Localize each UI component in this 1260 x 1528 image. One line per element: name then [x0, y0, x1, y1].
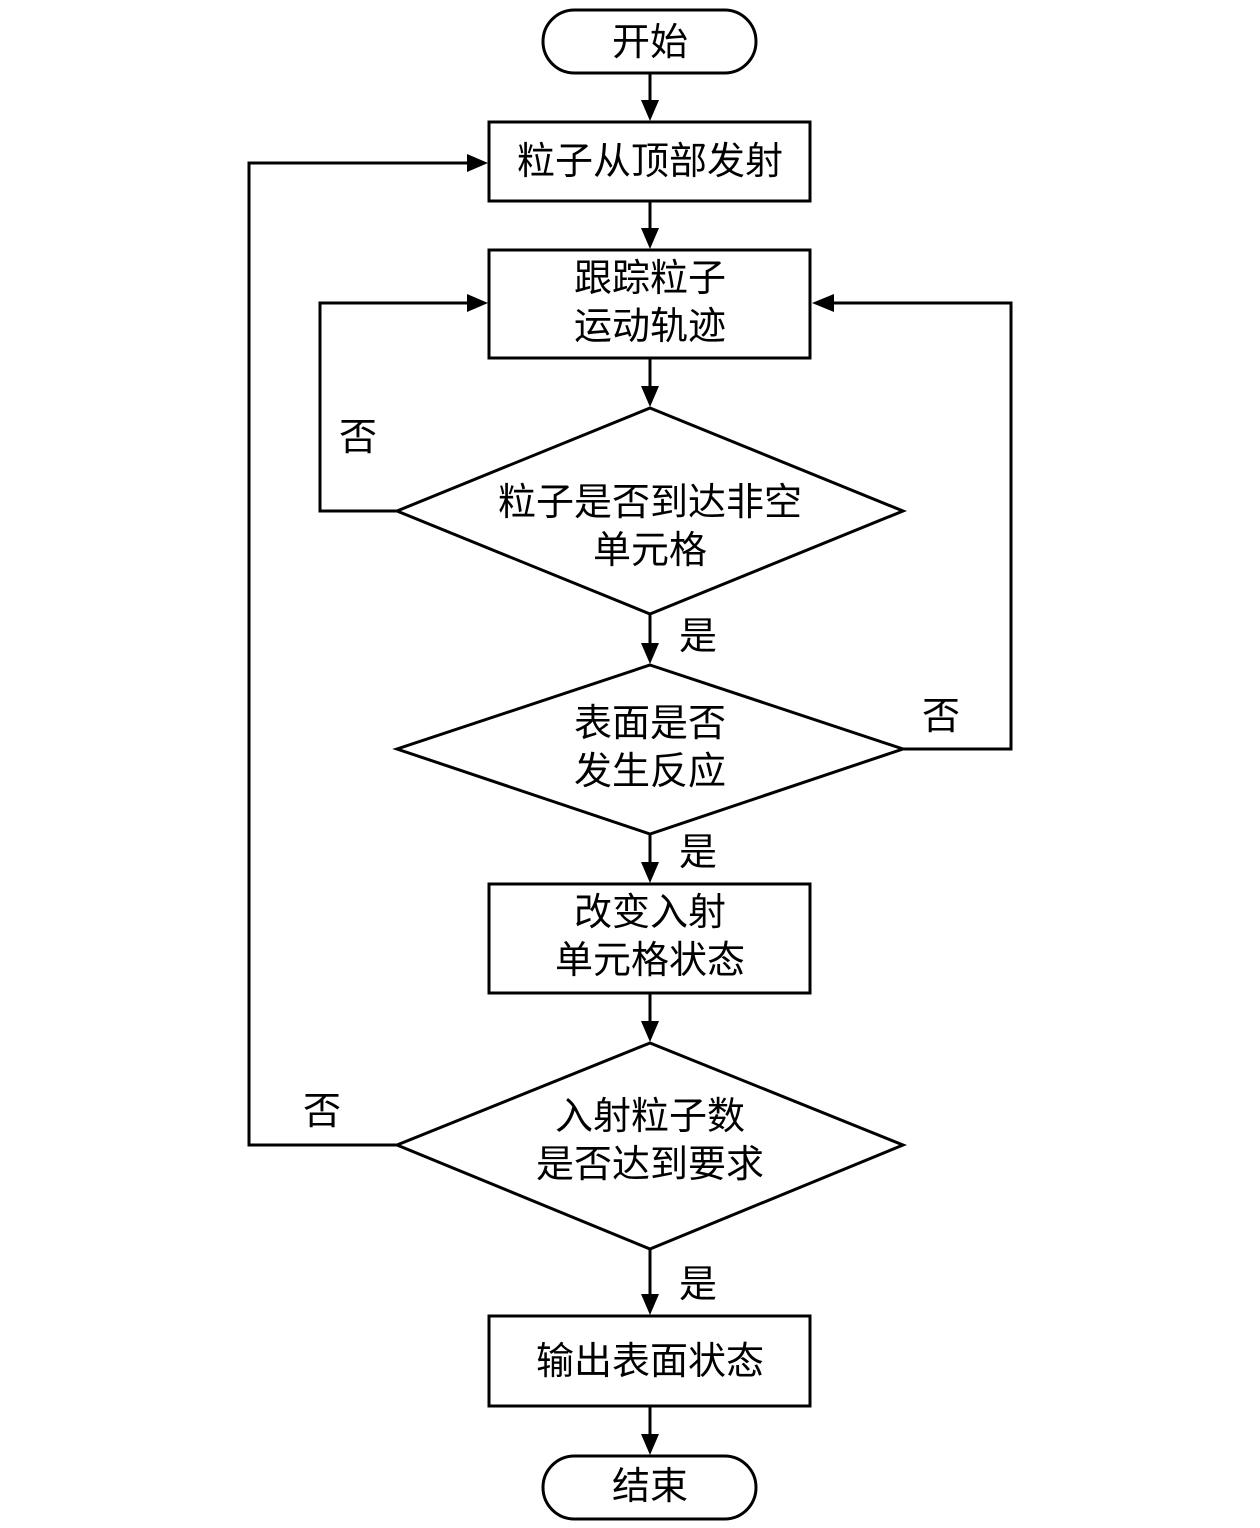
arrowhead-down — [641, 1434, 659, 1455]
react-label-line2: 发生反应 — [574, 749, 726, 793]
count-yes-label: 是 — [679, 1262, 717, 1306]
react-no-label: 否 — [922, 694, 960, 738]
start-label: 开始 — [612, 20, 688, 64]
react-yes-label: 是 — [679, 830, 717, 874]
react-label-line1: 表面是否 — [574, 701, 726, 745]
end-terminal: 结束 — [541, 1454, 758, 1521]
arrowhead-down — [641, 386, 659, 407]
arrowhead-down — [641, 1021, 659, 1042]
arrowhead-down — [641, 1294, 659, 1315]
arrowhead-down — [641, 100, 659, 121]
track-process: 跟踪粒子 运动轨迹 — [487, 248, 812, 360]
count-no-label: 否 — [303, 1089, 341, 1133]
arrowhead-left — [812, 294, 834, 312]
track-label-line2: 运动轨迹 — [574, 304, 726, 348]
arrowhead-down — [641, 643, 659, 664]
emit-process: 粒子从顶部发射 — [487, 120, 812, 203]
change-process: 改变入射 单元格状态 — [487, 882, 812, 995]
change-label-line1: 改变入射 — [574, 890, 726, 934]
arrowhead-right — [467, 154, 488, 172]
arrowhead-down — [641, 862, 659, 883]
output-label: 输出表面状态 — [536, 1339, 764, 1383]
count-decision: 入射粒子数 是否达到要求 — [393, 1041, 907, 1251]
emit-label: 粒子从顶部发射 — [517, 139, 783, 183]
track-label-line1: 跟踪粒子 — [574, 256, 726, 300]
reach-label-line2: 单元格 — [593, 528, 707, 572]
reach-yes-label: 是 — [679, 614, 717, 658]
arrowhead-right — [467, 294, 488, 312]
reach-label-line1: 粒子是否到达非空 — [498, 480, 802, 524]
connectors — [247, 74, 1013, 1436]
start-terminal: 开始 — [541, 8, 758, 75]
end-label: 结束 — [612, 1464, 688, 1508]
react-decision: 表面是否 发生反应 — [392, 663, 908, 836]
reach-no-label: 否 — [339, 415, 377, 459]
loop-react-no-to-track — [834, 301, 1013, 751]
reach-decision: 粒子是否到达非空 单元格 — [393, 406, 907, 616]
arrow-heads — [467, 100, 834, 1455]
count-label-line1: 入射粒子数 — [555, 1094, 745, 1138]
output-process: 输出表面状态 — [487, 1314, 812, 1408]
arrowhead-down — [641, 228, 659, 249]
change-label-line2: 单元格状态 — [555, 938, 745, 982]
loop-reach-no-to-track — [318, 301, 468, 513]
loop-count-no-to-emit — [247, 161, 468, 1147]
count-label-line2: 是否达到要求 — [536, 1142, 764, 1186]
